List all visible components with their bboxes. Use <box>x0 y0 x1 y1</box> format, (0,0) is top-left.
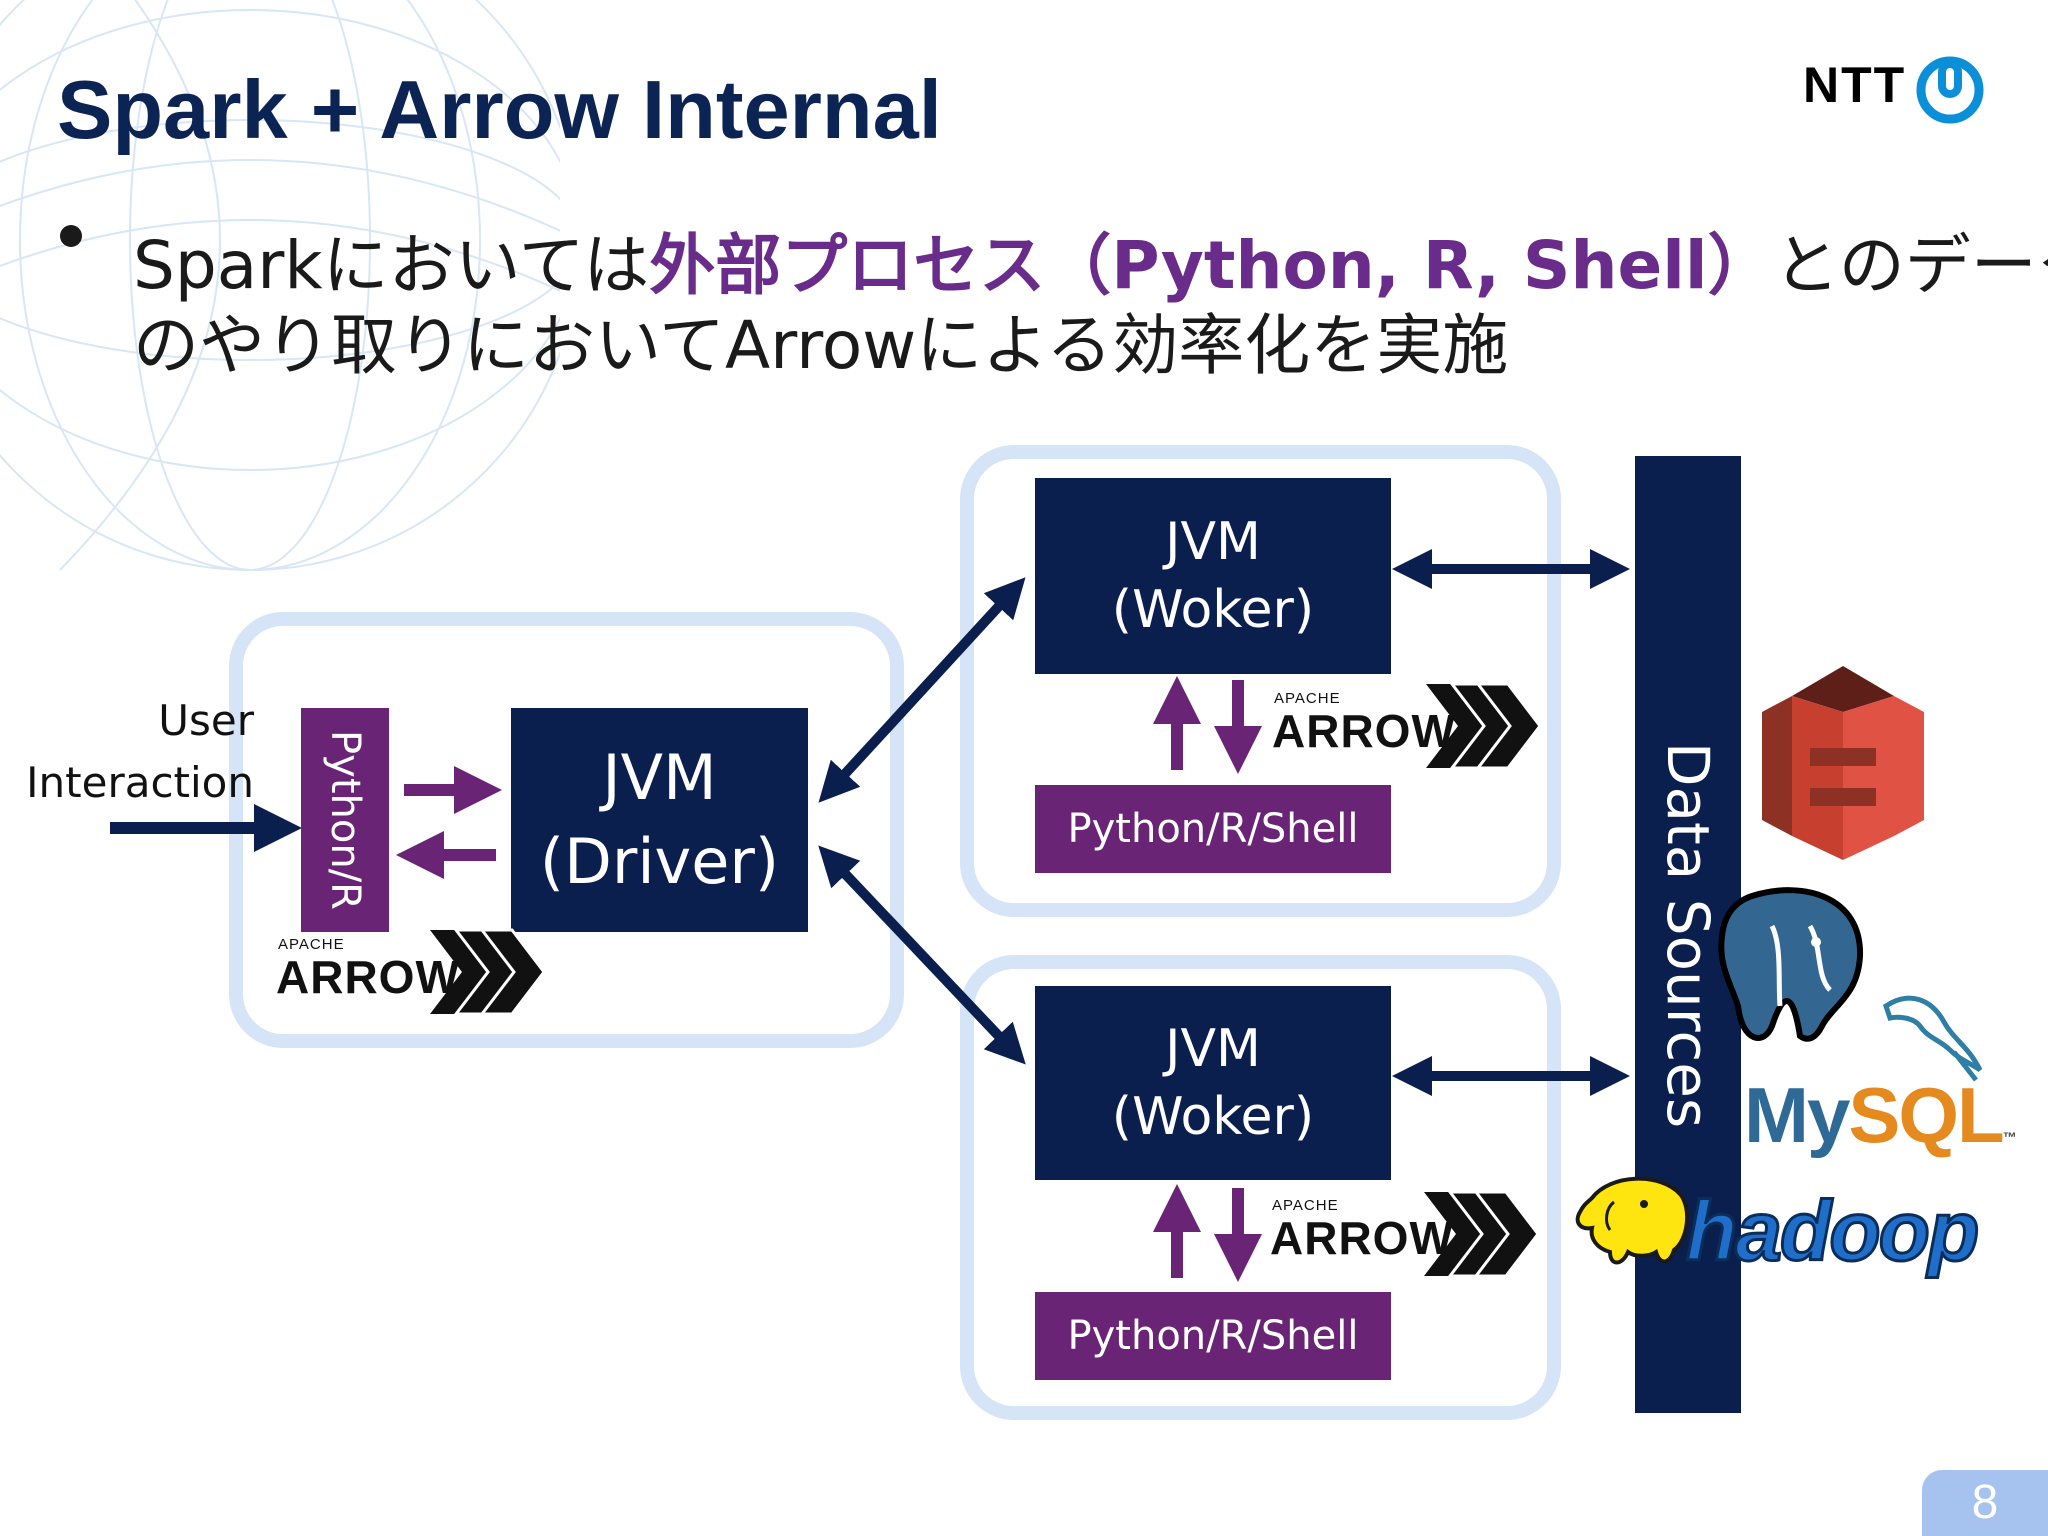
arrow-logo-big-text: ARROW <box>276 951 460 1003</box>
arrow-chevrons-icon <box>430 928 545 1016</box>
driver-worker1-arrow <box>818 577 1026 803</box>
bullet-text-1a: Sparkにおいては <box>133 227 650 304</box>
mysql-logo-my: My <box>1744 1071 1850 1159</box>
mysql-logo: MySQL™ <box>1744 1070 2017 1161</box>
hadoop-logo-text: hadoop <box>1684 1183 1980 1280</box>
jvm-driver-box: JVM (Driver) <box>511 708 808 932</box>
process1-label: Python/R/Shell <box>1067 806 1359 852</box>
arrow-logo-small-text: APACHE <box>1274 690 1341 707</box>
jvm-worker1-box: JVM (Woker) <box>1035 478 1391 674</box>
page-title: Spark + Arrow Internal <box>57 63 942 156</box>
jvm-worker2-box: JVM (Woker) <box>1035 986 1391 1180</box>
arrow-chevrons-icon <box>1426 682 1541 770</box>
worker1-label-2: (Woker) <box>1111 580 1315 640</box>
process2-label: Python/R/Shell <box>1067 1313 1359 1359</box>
mysql-dolphin-icon <box>1883 995 1983 1082</box>
user-label-line1: User <box>158 696 254 745</box>
postgresql-elephant-icon <box>1718 887 1864 1042</box>
page-number: 8 <box>1922 1470 2048 1536</box>
arrow-logo-small-text: APACHE <box>1272 1197 1339 1214</box>
mysql-logo-sql: SQL <box>1848 1071 2004 1159</box>
user-label-line2: Interaction <box>26 758 254 807</box>
worker2-label-2: (Woker) <box>1111 1087 1315 1147</box>
apache-arrow-logo: APACHE ARROW <box>276 936 460 1001</box>
process2-box: Python/R/Shell <box>1035 1292 1391 1380</box>
bullet-line-1: Sparkにおいては外部プロセス（Python, R, Shell）とのデータ <box>133 212 2048 308</box>
arrow-logo-small-text: APACHE <box>278 936 345 953</box>
worker1-label-1: JVM <box>1165 512 1261 572</box>
process1-box: Python/R/Shell <box>1035 785 1391 873</box>
bullet-highlight: 外部プロセス（Python, R, Shell） <box>649 227 1774 304</box>
python-r-client-box: Python/R <box>301 708 389 932</box>
hadoop-elephant-icon <box>1575 1176 1690 1265</box>
python-r-client-label: Python/R <box>322 730 369 910</box>
apache-arrow-logo: APACHE ARROW <box>1272 690 1456 755</box>
ntt-logo-icon <box>1916 56 1984 124</box>
bullet-text-1c: とのデータ <box>1773 227 2048 304</box>
amazon-s3-icon <box>1762 666 1924 860</box>
bullet-line-2: のやり取りにおいてArrowによる効率化を実施 <box>133 307 1509 384</box>
apache-arrow-logo: APACHE ARROW <box>1270 1197 1454 1262</box>
arrow-logo-big-text: ARROW <box>1272 705 1456 757</box>
driver-worker2-arrow <box>818 845 1026 1065</box>
bullet-dot <box>60 225 82 247</box>
ntt-logo-text: NTT <box>1803 57 1907 113</box>
mysql-logo-tm: ™ <box>2002 1129 2017 1145</box>
worker2-label-1: JVM <box>1165 1019 1261 1079</box>
globe-watermark <box>0 0 560 571</box>
driver-label-2: (Driver) <box>539 825 780 898</box>
arrow-logo-big-text: ARROW <box>1270 1212 1454 1264</box>
arrow-chevrons-icon <box>1424 1190 1539 1278</box>
driver-label-1: JVM <box>602 741 717 814</box>
user-interaction-label: User Interaction <box>18 690 254 814</box>
